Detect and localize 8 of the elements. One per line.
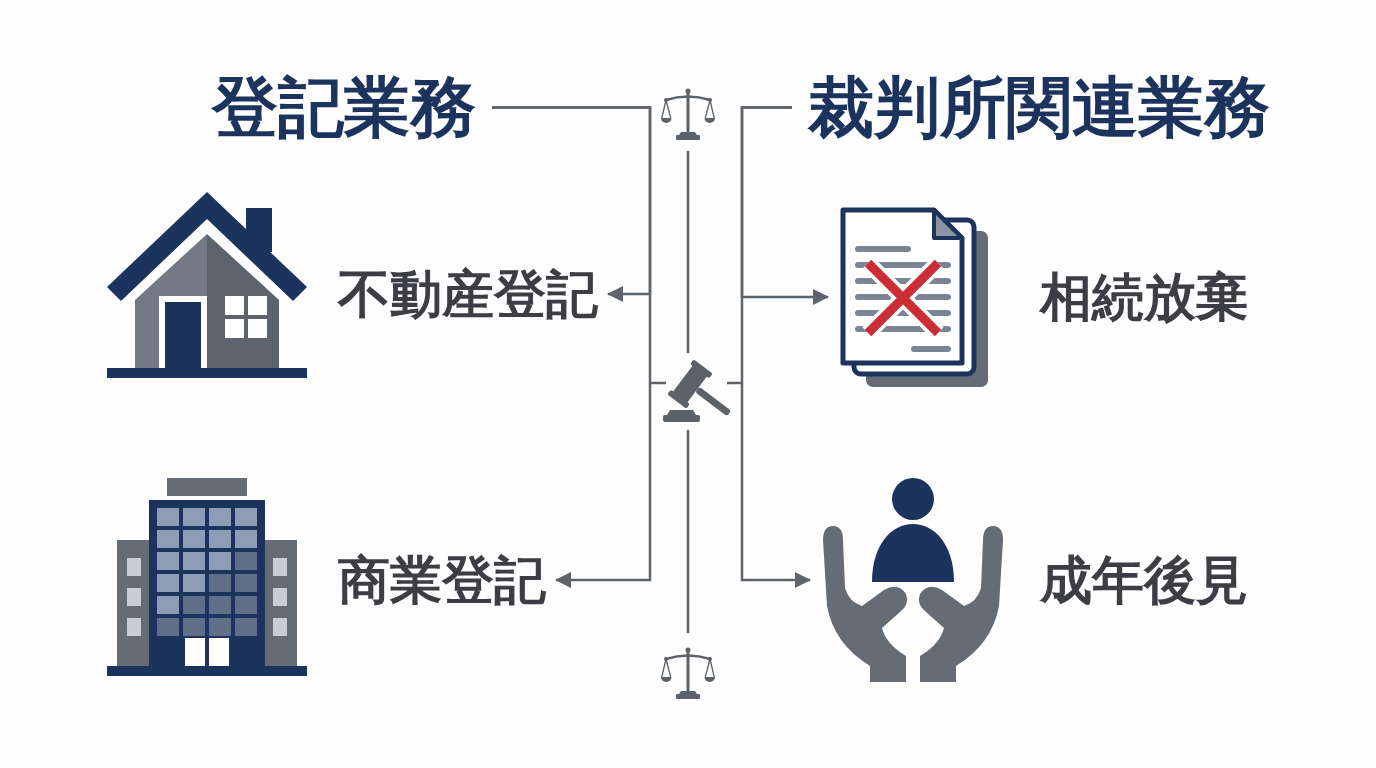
section-heading: 登記業務 [212, 68, 476, 148]
item-label: 成年後見 [1040, 548, 1248, 612]
arrow [492, 106, 652, 588]
item-label: 不動産登記 [338, 262, 598, 326]
item-label: 相続放棄 [1040, 265, 1248, 329]
section-heading: 裁判所関連業務 [808, 68, 1270, 148]
arrow [740, 106, 811, 588]
item-label: 商業登記 [338, 548, 546, 612]
